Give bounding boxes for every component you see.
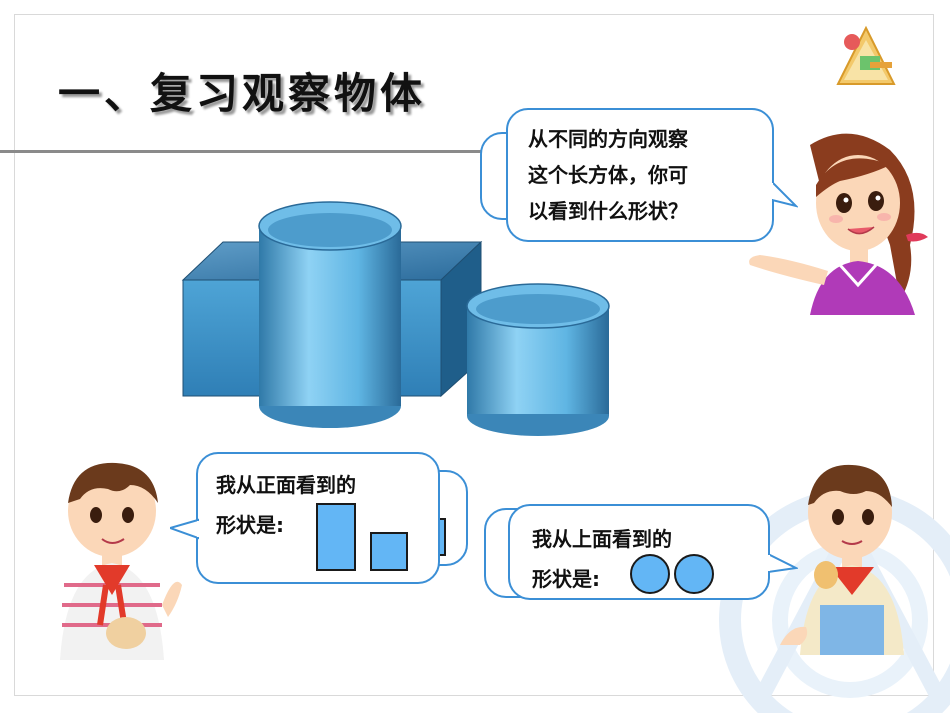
right-boy-line-1: 我从上面看到的 bbox=[532, 527, 672, 551]
teacher-speech-bubble: 从不同的方向观察 这个长方体，你可 以看到什么形状？ bbox=[506, 108, 774, 242]
teacher-line-3: 以看到什么形状？ bbox=[528, 199, 688, 223]
right-boy-bubble-tail bbox=[768, 552, 798, 574]
tall-cylinder-solid bbox=[258, 201, 402, 428]
boy-illustration-right bbox=[780, 464, 904, 655]
top-view-circle-right bbox=[674, 554, 714, 594]
top-view-circle-left bbox=[630, 554, 670, 594]
front-view-tall-rect bbox=[316, 503, 356, 571]
teacher-line-1: 从不同的方向观察 bbox=[528, 127, 688, 151]
boy-illustration-left bbox=[60, 462, 182, 660]
slide-frame bbox=[14, 14, 934, 696]
left-boy-line-2: 形状是: bbox=[216, 513, 284, 537]
left-boy-bubble-tail bbox=[170, 518, 200, 540]
solids-group bbox=[181, 201, 610, 436]
textbook-logo-icon bbox=[836, 25, 896, 85]
left-boy-line-1: 我从正面看到的 bbox=[216, 473, 356, 497]
teacher-illustration bbox=[749, 133, 928, 315]
page-title: 一、复习观察物体 bbox=[58, 69, 427, 118]
title-divider bbox=[0, 150, 590, 153]
short-cylinder-solid bbox=[466, 283, 610, 436]
right-boy-line-2: 形状是: bbox=[532, 567, 600, 591]
teacher-line-2: 这个长方体，你可 bbox=[528, 163, 688, 187]
teacher-bubble-tail bbox=[772, 180, 798, 208]
right-boy-speech-bubble: 我从上面看到的 形状是: bbox=[508, 504, 770, 600]
front-view-short-rect bbox=[370, 532, 408, 571]
